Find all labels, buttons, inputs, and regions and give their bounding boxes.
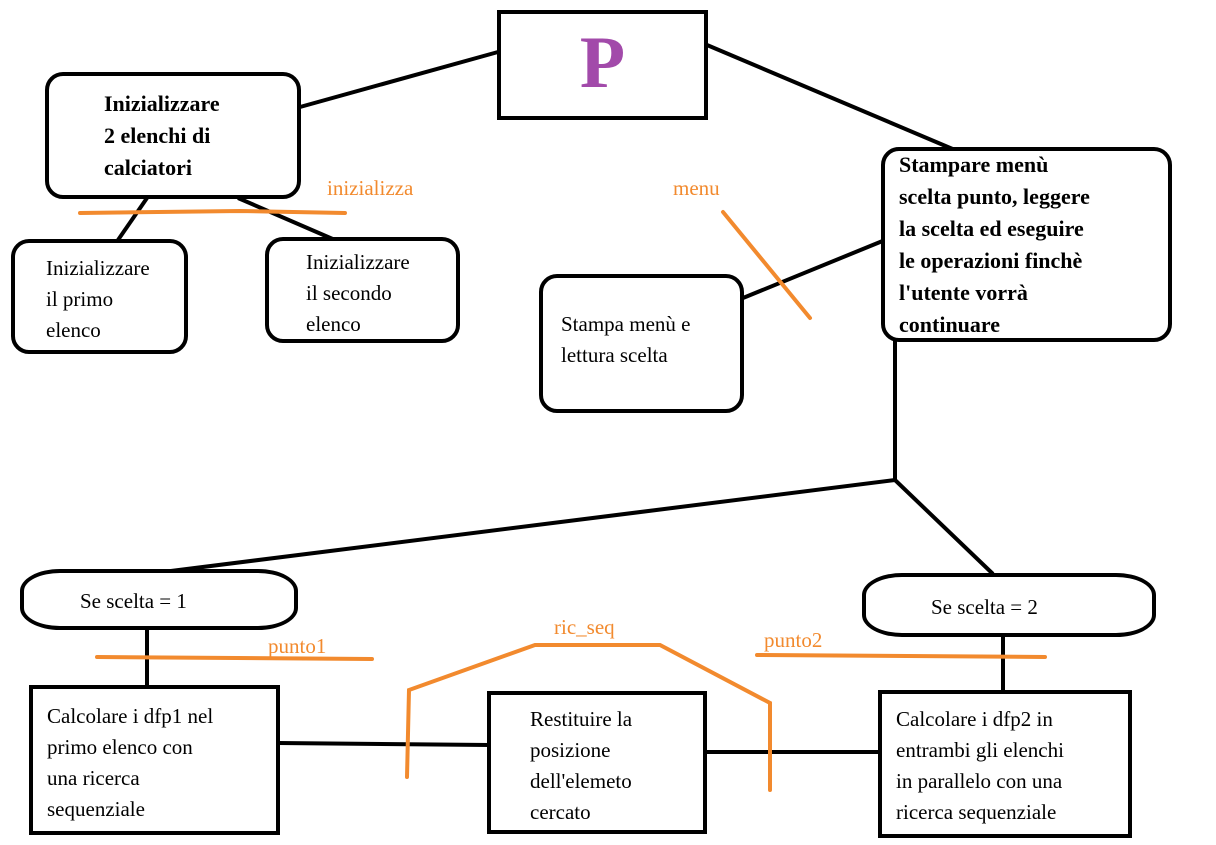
annotation-ric-seq: ric_seq bbox=[554, 615, 615, 639]
search-node-text: Restituire la posizione dell'elemeto cer… bbox=[530, 707, 633, 824]
init1-node: Inizializzare il primo elenco bbox=[11, 239, 188, 354]
menu-read-node: Stampa menù e lettura scelta bbox=[539, 274, 744, 413]
main-loop-node: Stampare menù scelta punto, leggere la s… bbox=[881, 147, 1172, 342]
annotation-punto2: punto2 bbox=[764, 628, 823, 652]
annotation-punto1: punto1 bbox=[268, 634, 327, 658]
search-node: Restituire la posizione dell'elemeto cer… bbox=[487, 691, 707, 834]
dfp1-node: Calcolare i dfp1 nel primo elenco con un… bbox=[29, 685, 280, 835]
annotation-ric-seq-bracket bbox=[405, 643, 772, 792]
choice2-node: Se scelta = 2 bbox=[862, 573, 1156, 637]
edge-init-init1 bbox=[116, 196, 149, 242]
init-node: Inizializzare 2 elenchi di calciatori bbox=[45, 72, 301, 199]
choice1-node-text: Se scelta = 1 bbox=[80, 589, 187, 613]
main-loop-node-text: Stampare menù scelta punto, leggere la s… bbox=[899, 152, 1090, 337]
init2-node-text: Inizializzare il secondo elenco bbox=[306, 250, 410, 336]
init1-node-text: Inizializzare il primo elenco bbox=[46, 256, 150, 342]
dfp2-node: Calcolare i dfp2 in entrambi gli elenchi… bbox=[878, 690, 1132, 838]
root-label: P bbox=[579, 22, 626, 104]
edge-dfp1-search bbox=[277, 741, 490, 747]
annotation-punto1-line bbox=[95, 655, 374, 661]
edge-branch-choice2 bbox=[893, 478, 995, 576]
root-node: P bbox=[497, 10, 708, 120]
choice2-node-text: Se scelta = 2 bbox=[931, 595, 1038, 619]
choice1-node: Se scelta = 1 bbox=[20, 569, 298, 630]
dfp2-node-text: Calcolare i dfp2 in entrambi gli elenchi… bbox=[896, 707, 1064, 824]
menu-read-node-text: Stampa menù e lettura scelta bbox=[561, 312, 691, 367]
annotation-menu: menu bbox=[673, 176, 720, 200]
annotation-inizializza: inizializza bbox=[327, 176, 414, 200]
init2-node: Inizializzare il secondo elenco bbox=[265, 237, 460, 343]
edge-mainloop-menuread bbox=[742, 238, 886, 300]
edge-root-init bbox=[299, 50, 499, 109]
edge-root-mainloop bbox=[706, 43, 956, 152]
annotation-menu-line bbox=[721, 210, 812, 320]
dfp1-node-text: Calcolare i dfp1 nel primo elenco con un… bbox=[47, 704, 214, 821]
init-node-text: Inizializzare 2 elenchi di calciatori bbox=[104, 91, 220, 180]
edge-init-init2 bbox=[237, 196, 336, 242]
annotation-inizializza-line bbox=[78, 208, 347, 215]
annotation-punto2-line bbox=[755, 653, 1047, 659]
edge-branch-choice1 bbox=[146, 478, 896, 576]
